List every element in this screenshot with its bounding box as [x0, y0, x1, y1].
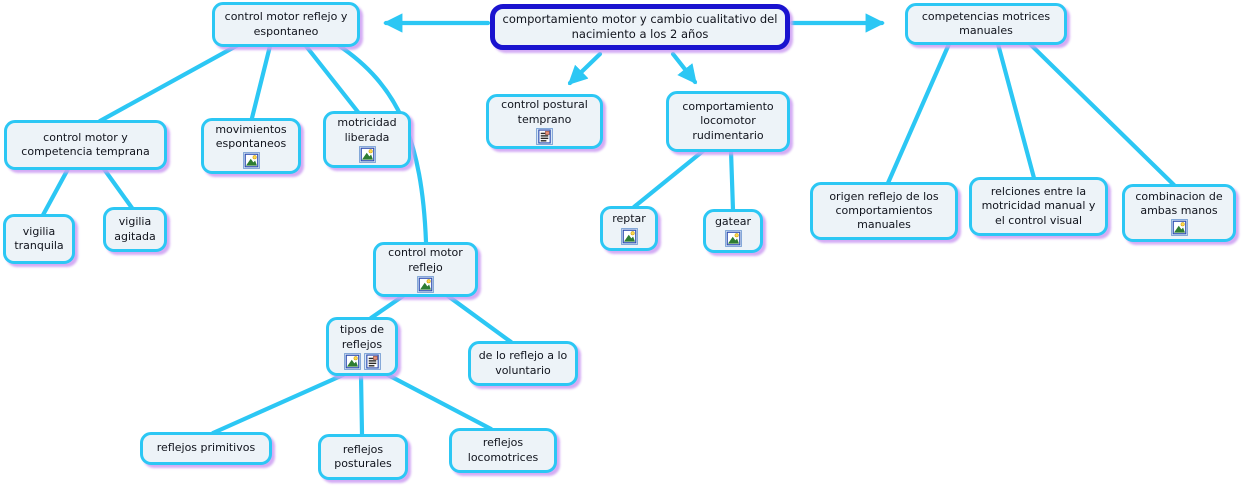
node-label: control motor y competencia temprana — [21, 130, 150, 158]
node-label: combinacion de ambas manos — [1135, 189, 1223, 217]
node-gatear[interactable]: gatear — [703, 209, 763, 253]
node-label: gatear — [714, 214, 752, 228]
resource-icons — [724, 230, 742, 247]
node-label: vigilia agitada — [114, 215, 156, 243]
image-resource-icon[interactable] — [620, 227, 638, 245]
node-control-motor-y-competencia-temprana[interactable]: control motor y competencia temprana — [4, 120, 167, 170]
node-label: relciones entre la motricidad manual y e… — [981, 185, 1096, 227]
node-label: tipos de reflejos — [339, 323, 385, 351]
node-root[interactable]: comportamiento motor y cambio cualitativ… — [490, 4, 790, 50]
node-label: reflejos posturales — [334, 442, 392, 470]
node-control-motor-reflejo-y-espontaneo[interactable]: control motor reflejo y espontaneo — [212, 2, 360, 47]
node-label: motricidad liberada — [337, 116, 397, 144]
resource-icons — [242, 152, 260, 169]
node-label: control postural temprano — [501, 98, 588, 126]
node-reflejos-locomotrices[interactable]: reflejos locomotrices — [449, 428, 557, 473]
node-de-lo-reflejo-a-lo-voluntario[interactable]: de lo reflejo a lo voluntario — [468, 341, 578, 386]
node-vigilia-tranquila[interactable]: vigilia tranquila — [3, 214, 75, 264]
node-origen-reflejo-de-los-comportamientos-manuales[interactable]: origen reflejo de los comportamientos ma… — [810, 182, 958, 240]
document-resource-icon[interactable] — [363, 352, 381, 370]
node-tipos-de-reflejos[interactable]: tipos de reflejos — [326, 317, 398, 376]
node-label: control motor reflejo y espontaneo — [224, 10, 348, 38]
resource-icons — [536, 127, 553, 145]
image-resource-icon[interactable] — [358, 145, 376, 163]
node-control-postural-temprano[interactable]: control postural temprano — [486, 94, 603, 149]
node-label: origen reflejo de los comportamientos ma… — [829, 189, 939, 232]
node-root-label: comportamiento motor y cambio cualitativ… — [502, 12, 778, 41]
node-label: reflejos primitivos — [156, 441, 256, 455]
node-label: reptar — [612, 212, 646, 226]
node-vigilia-agitada[interactable]: vigilia agitada — [103, 207, 167, 252]
document-resource-icon[interactable] — [536, 127, 553, 145]
node-reflejos-posturales[interactable]: reflejos posturales — [318, 434, 408, 480]
node-competencias-motrices-manuales[interactable]: competencias motrices manuales — [905, 3, 1067, 45]
node-label: competencias motrices manuales — [921, 9, 1051, 37]
node-combinacion-de-ambas-manos[interactable]: combinacion de ambas manos — [1122, 184, 1236, 242]
resource-icons — [358, 145, 376, 163]
node-label: vigilia tranquila — [14, 224, 64, 252]
node-label: reflejos locomotrices — [467, 436, 539, 464]
node-reptar[interactable]: reptar — [600, 206, 658, 251]
resource-icons — [620, 227, 638, 245]
image-resource-icon[interactable] — [343, 352, 361, 370]
node-label: movimientos espontaneos — [215, 122, 287, 150]
node-label: de lo reflejo a lo voluntario — [478, 349, 568, 377]
image-resource-icon[interactable] — [724, 230, 742, 247]
node-control-motor-reflejo[interactable]: control motor reflejo — [373, 242, 478, 297]
resource-icons — [1170, 219, 1188, 236]
node-label: control motor reflejo — [388, 246, 463, 274]
image-resource-icon[interactable] — [242, 152, 260, 169]
node-relciones-motricidad-manual-control-visual[interactable]: relciones entre la motricidad manual y e… — [969, 177, 1108, 236]
resource-icons — [417, 275, 434, 293]
node-label: comportamiento locomotor rudimentario — [682, 100, 774, 142]
image-resource-icon[interactable] — [417, 275, 434, 293]
node-comportamiento-locomotor-rudimentario[interactable]: comportamiento locomotor rudimentario — [666, 91, 790, 152]
resource-icons — [343, 352, 381, 370]
node-reflejos-primitivos[interactable]: reflejos primitivos — [140, 432, 272, 465]
image-resource-icon[interactable] — [1170, 219, 1188, 236]
node-movimientos-espontaneos[interactable]: movimientos espontaneos — [201, 118, 301, 174]
node-motricidad-liberada[interactable]: motricidad liberada — [323, 111, 411, 168]
